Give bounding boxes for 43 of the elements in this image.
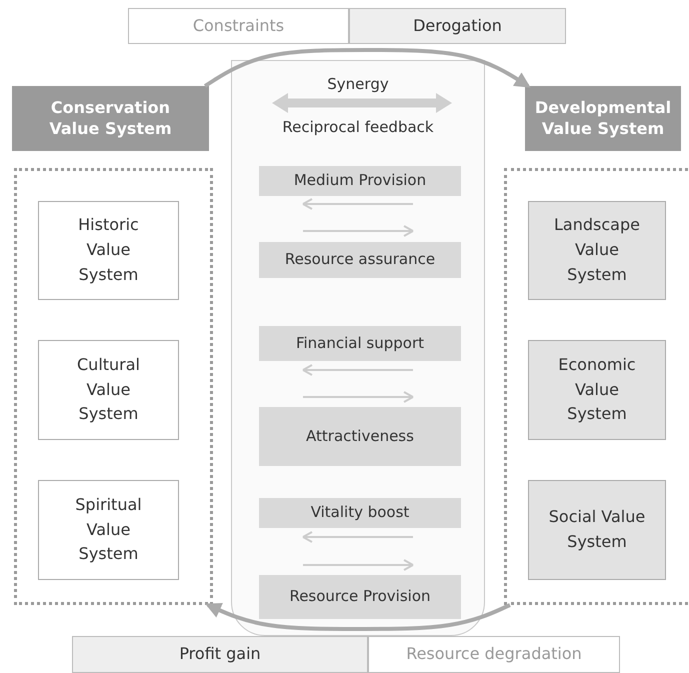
curved-arrow (204, 48, 531, 88)
value-system-box (528, 340, 666, 440)
category-box (128, 8, 349, 44)
category-box (368, 636, 620, 673)
value-system-box (528, 480, 666, 580)
interaction-panel (231, 60, 485, 636)
flow-label: Medium Provision (292, 171, 428, 191)
flow-box (259, 242, 461, 278)
flow-label: Vitality boost (310, 503, 410, 523)
panel-label: Synergy (326, 75, 390, 93)
value-system-box (528, 201, 666, 300)
category-label: Resource degradation (405, 644, 583, 665)
flow-label: Resource Provision (288, 587, 432, 607)
header-label: Conservation Value System (48, 98, 173, 140)
flow-box (259, 575, 461, 619)
value-system-label: Social Value System (548, 506, 646, 553)
category-box (349, 8, 566, 44)
header-box (12, 86, 209, 151)
flow-label: Financial support (294, 334, 426, 354)
panel-label: Reciprocal feedback (281, 118, 435, 136)
category-box (72, 636, 368, 673)
flow-box (259, 407, 461, 466)
category-label: Constraints (192, 16, 286, 36)
category-label: Profit gain (178, 644, 262, 665)
dotted-group-frame (504, 168, 689, 605)
header-box (525, 86, 681, 151)
value-system-label: Cultural Value System (76, 354, 141, 426)
flow-box (259, 166, 461, 196)
curved-arrow (205, 603, 511, 631)
header-label: Developmental Value System (534, 98, 672, 140)
value-system-label: Landscape Value System (553, 214, 641, 286)
value-system-label: Historic Value System (77, 214, 140, 286)
flow-box (259, 498, 461, 528)
category-label: Derogation (412, 16, 503, 36)
flow-label: Resource assurance (284, 250, 436, 270)
value-system-box (38, 340, 179, 440)
dotted-group-frame (14, 168, 213, 605)
value-system-label: Economic Value System (557, 354, 637, 426)
value-system-box (38, 201, 179, 300)
flow-label: Attractiveness (305, 426, 415, 446)
value-system-box (38, 480, 179, 580)
value-system-label: Spiritual Value System (74, 494, 143, 566)
flow-box (259, 326, 461, 361)
